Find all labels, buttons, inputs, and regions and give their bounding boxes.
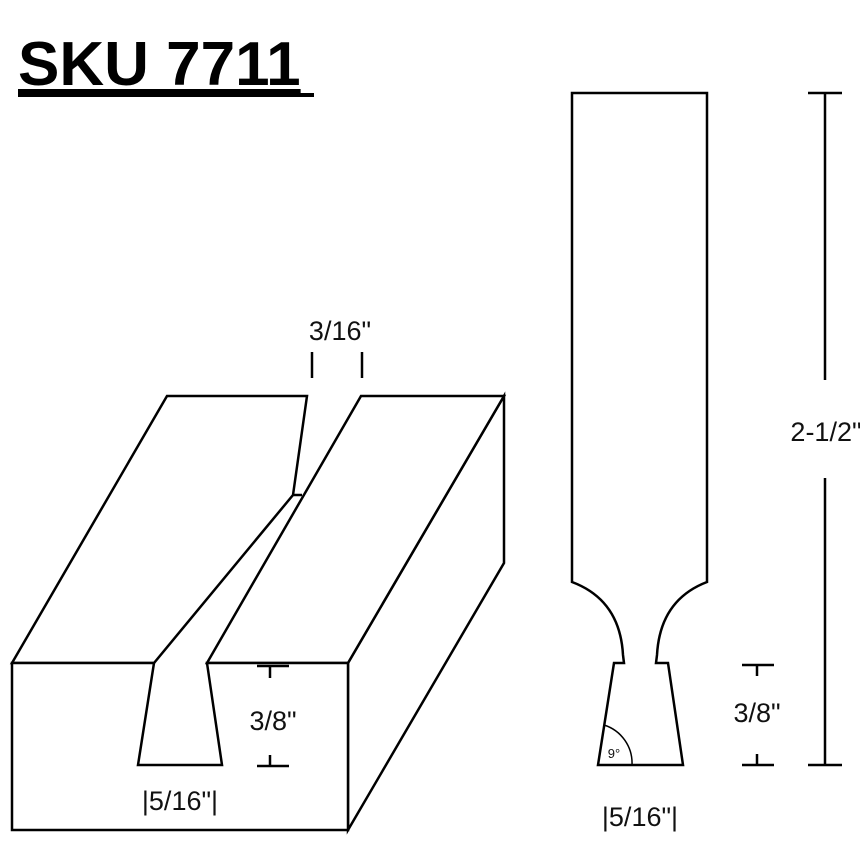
bit-angle-label: 9° xyxy=(608,746,620,761)
bit-height-dimension: 2-1/2" xyxy=(790,91,860,767)
block-top-gap-label: 3/16" xyxy=(309,316,371,346)
page-title: SKU 7711 xyxy=(18,30,301,99)
bit-depth-label: 3/8" xyxy=(733,698,780,728)
block-bottom-width-label: |5/16"| xyxy=(142,786,218,816)
block-front-face xyxy=(10,661,350,832)
block-top-gap-dimension: 3/16" xyxy=(309,316,371,378)
router-bit-profile: 9° xyxy=(570,91,709,767)
block-depth-label: 3/8" xyxy=(249,706,296,736)
angle-arc xyxy=(603,724,633,766)
bit-depth-dimension: 3/8" xyxy=(733,663,781,767)
bit-height-label: 2-1/2" xyxy=(790,417,860,447)
bit-outline xyxy=(570,91,709,767)
dovetail-block xyxy=(9,391,507,835)
bit-bottom-width-label: |5/16"| xyxy=(602,802,678,832)
block-depth-dimension: 3/8" xyxy=(249,664,297,768)
